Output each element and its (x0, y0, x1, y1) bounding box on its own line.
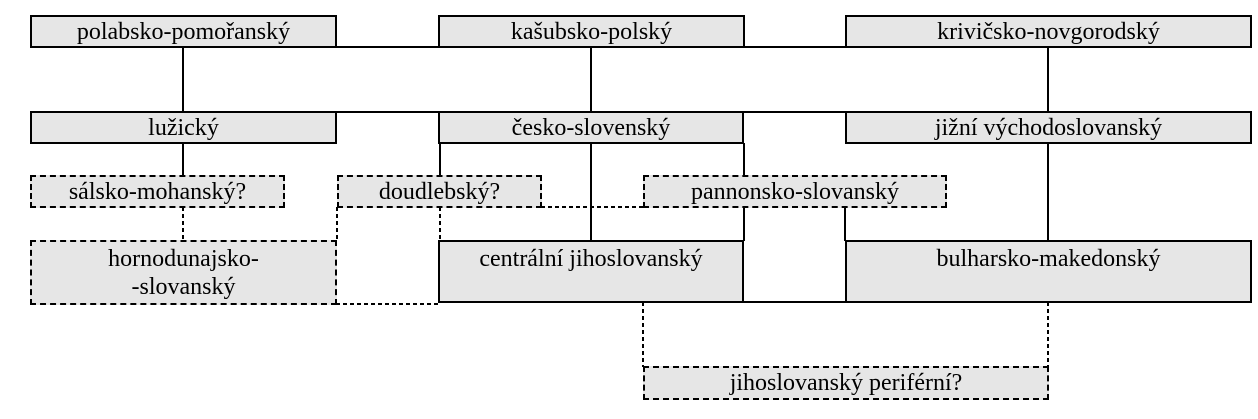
node-luzicky: lužický (30, 111, 337, 144)
node-hornodunajsko: hornodunajsko--slovanský (30, 240, 337, 305)
node-label-kasubsko: kašubsko-polský (510, 18, 673, 45)
node-label-hornodunajsko: hornodunajsko- (108, 245, 259, 272)
node-label-bulharsko: bulharsko-makedonský (936, 246, 1161, 272)
node-label-periferni: jihoslovanský periférní? (729, 370, 963, 396)
node-periferni: jihoslovanský periférní? (643, 366, 1049, 400)
node-salsko: sálsko-mohanský? (30, 175, 285, 208)
node-polabsko: polabsko-pomořanský (30, 15, 337, 48)
node-label-salsko: sálsko-mohanský? (68, 178, 247, 205)
node-label-doudlebsky: doudlebský? (378, 178, 501, 205)
node-label-krivicsko: krivičsko-novgorodský (937, 18, 1160, 45)
node-pannonsko: pannonsko-slovanský (643, 175, 947, 208)
node-kasubsko: kašubsko-polský (438, 15, 745, 48)
node-label-luzicky: lužický (148, 114, 219, 141)
node-centralni: centrální jihoslovanský (438, 240, 744, 303)
node-label-jizni: jižní východoslovanský (934, 114, 1163, 141)
node-label-hornodunajsko-line2: -slovanský (131, 273, 236, 300)
node-label-cesko: česko-slovenský (511, 114, 671, 141)
node-label-pannonsko: pannonsko-slovanský (691, 178, 899, 205)
node-jizni: jižní východoslovanský (845, 111, 1252, 144)
node-bulharsko: bulharsko-makedonský (845, 240, 1252, 303)
node-label-polabsko: polabsko-pomořanský (76, 18, 291, 45)
node-doudlebsky: doudlebský? (337, 175, 542, 208)
node-cesko: česko-slovenský (438, 111, 744, 144)
node-krivicsko: krivičsko-novgorodský (845, 15, 1252, 48)
node-label-centralni: centrální jihoslovanský (479, 246, 703, 272)
